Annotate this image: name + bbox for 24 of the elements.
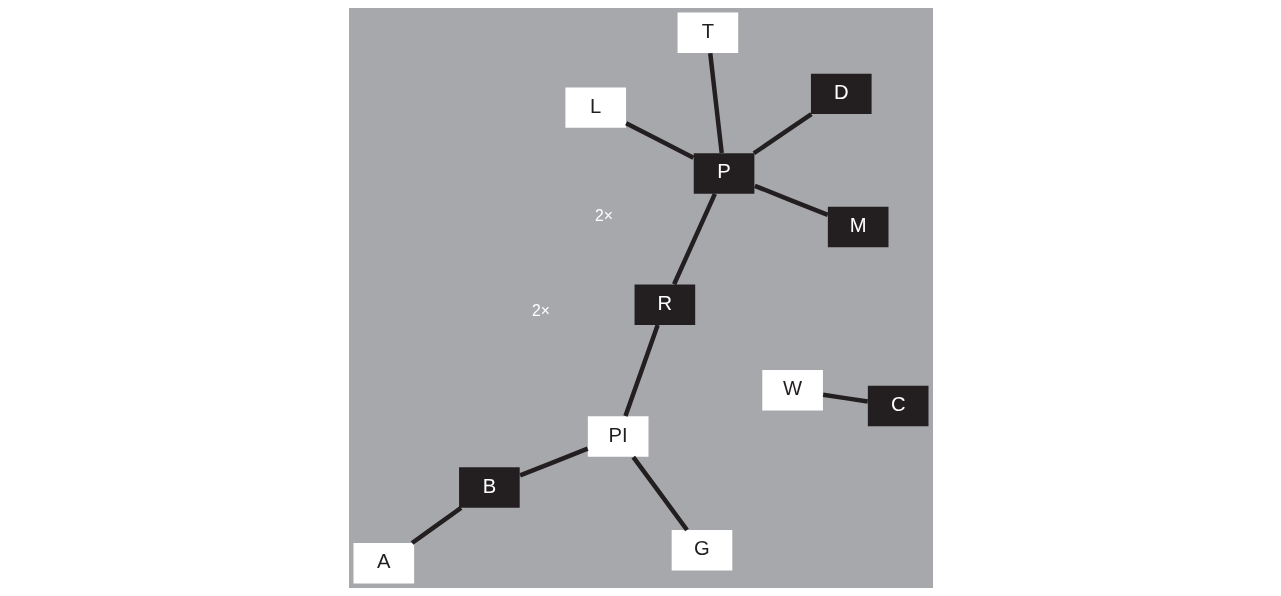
node-box: M bbox=[827, 206, 888, 248]
connector bbox=[671, 192, 717, 286]
node-box: A bbox=[353, 543, 414, 584]
connector bbox=[622, 324, 660, 417]
connector bbox=[518, 446, 588, 478]
connector bbox=[822, 392, 868, 404]
connector bbox=[752, 112, 813, 156]
label: 2× bbox=[531, 301, 550, 319]
node-box: P bbox=[693, 153, 754, 194]
connector bbox=[753, 183, 829, 217]
label: 2× bbox=[594, 207, 613, 225]
node-box: G bbox=[671, 530, 732, 571]
node-box: PI bbox=[587, 416, 648, 457]
node-box: D bbox=[810, 73, 872, 115]
connector bbox=[707, 53, 724, 154]
connector bbox=[410, 506, 462, 545]
node-box: T bbox=[677, 12, 738, 53]
connector bbox=[624, 121, 694, 160]
connector bbox=[631, 455, 689, 532]
node-box: W bbox=[761, 370, 823, 411]
node-box: R bbox=[634, 284, 695, 325]
node-box: B bbox=[458, 467, 520, 508]
node-box: C bbox=[867, 385, 928, 427]
node-box: L bbox=[564, 87, 626, 128]
